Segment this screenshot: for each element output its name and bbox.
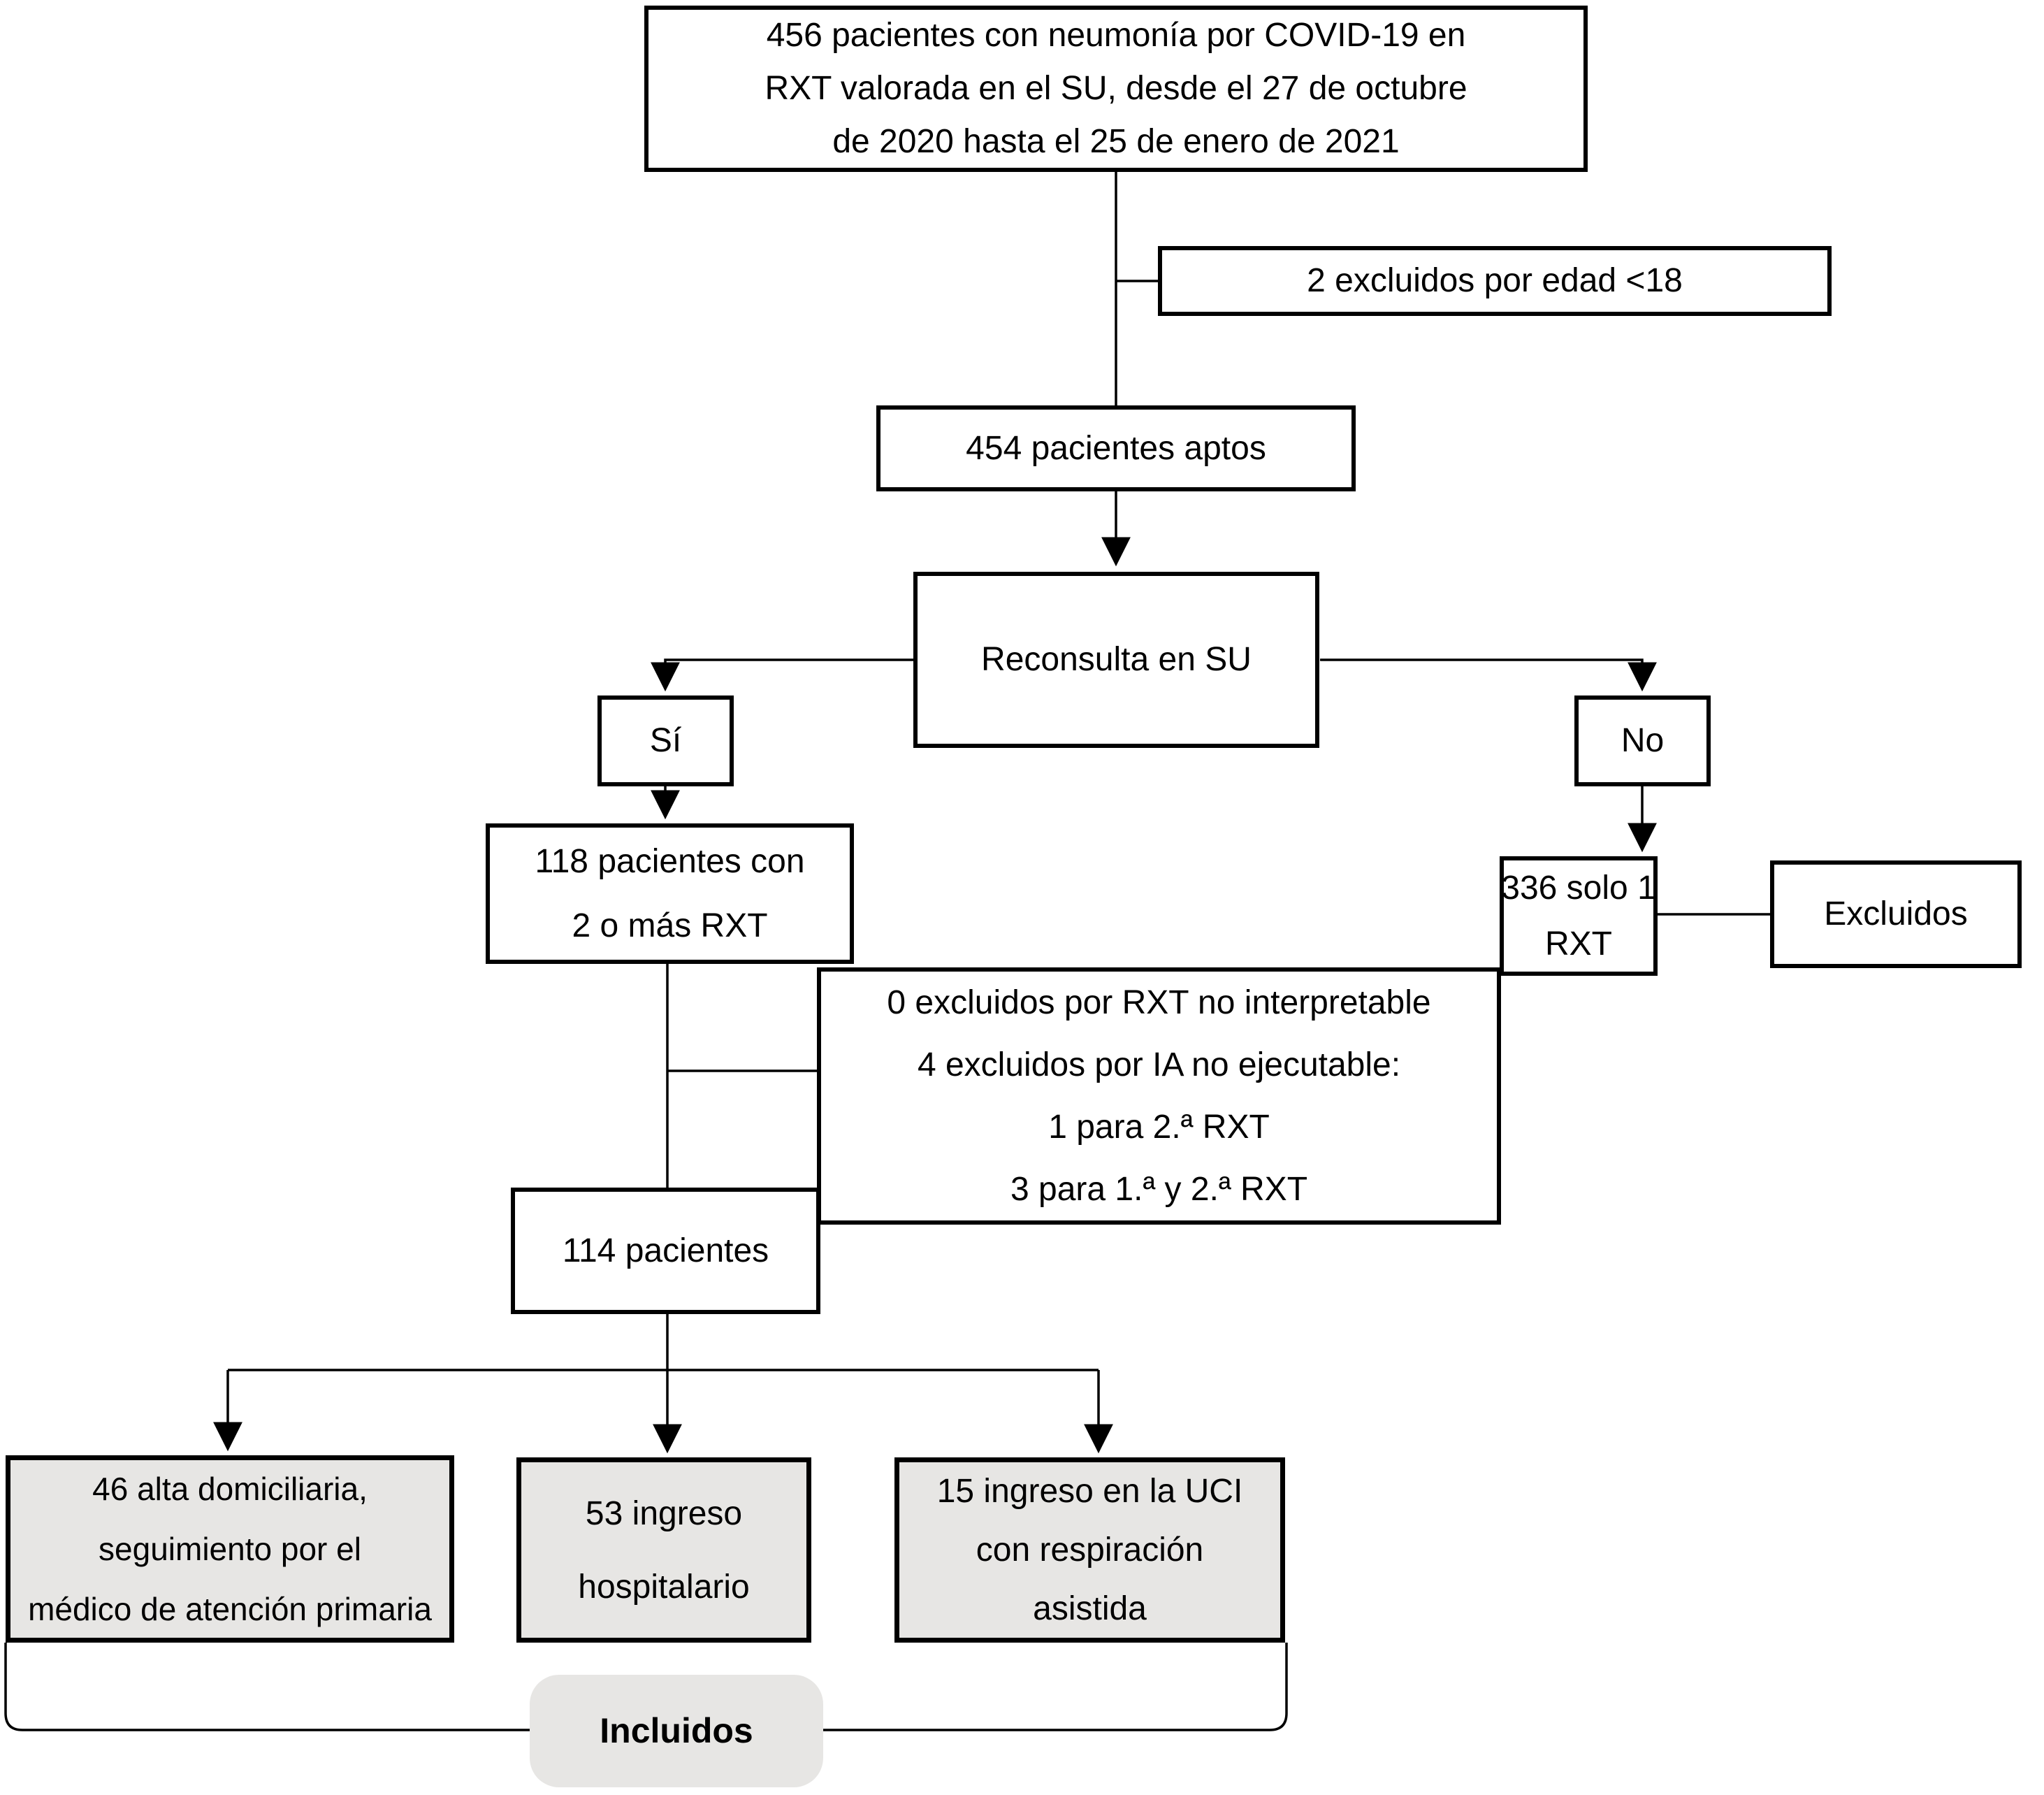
home-discharge-line-3: médico de atención primaria bbox=[28, 1591, 432, 1627]
connector-reconsult-no bbox=[1320, 658, 1657, 692]
box-single-rxt: 336 solo 1 RXT bbox=[1500, 856, 1658, 976]
icu-admission-line-1: 15 ingreso en la UCI bbox=[936, 1472, 1243, 1510]
hospital-admission-line-2: hospitalario bbox=[578, 1568, 750, 1606]
box-excluded: Excluidos bbox=[1770, 860, 2022, 968]
no-label: No bbox=[1621, 722, 1665, 759]
box-icu-admission: 15 ingreso en la UCI con respiración asi… bbox=[894, 1457, 1285, 1643]
box-excluded-ai: 0 excluidos por RXT no interpretable 4 e… bbox=[817, 967, 1501, 1225]
excluded-ai-line-2: 4 excluidos por IA no ejecutable: bbox=[917, 1046, 1401, 1083]
excluded-ai-line-3: 1 para 2.ª RXT bbox=[1048, 1109, 1270, 1146]
home-discharge-line-2: seguimiento por el bbox=[99, 1531, 361, 1567]
box-home-discharge: 46 alta domiciliaria, seguimiento por el… bbox=[6, 1455, 454, 1643]
patients-114-label: 114 pacientes bbox=[562, 1232, 769, 1269]
home-discharge-line-1: 46 alta domiciliaria, bbox=[92, 1471, 368, 1507]
box-two-or-more-rxt: 118 pacientes con 2 o más RXT bbox=[486, 823, 854, 964]
enrollment-line-1: 456 pacientes con neumonía por COVID-19 … bbox=[766, 17, 1466, 54]
included-label: Incluidos bbox=[600, 1711, 753, 1750]
single-rxt-line-1: 336 solo 1 bbox=[1501, 869, 1656, 907]
single-rxt-line-2: RXT bbox=[1545, 925, 1612, 963]
icu-admission-line-2: con respiración bbox=[976, 1531, 1204, 1569]
box-hospital-admission: 53 ingreso hospitalario bbox=[516, 1457, 811, 1643]
box-excluded-age: 2 excluidos por edad <18 bbox=[1158, 246, 1832, 316]
excluded-ai-line-4: 3 para 1.ª y 2.ª RXT bbox=[1010, 1171, 1308, 1208]
reconsult-label: Reconsulta en SU bbox=[981, 641, 1252, 678]
connector-reconsult-yes bbox=[651, 658, 913, 692]
box-yes: Sí bbox=[597, 695, 734, 786]
box-reconsult-su: Reconsulta en SU bbox=[913, 572, 1319, 748]
enrollment-line-3: de 2020 hasta el 25 de enero de 2021 bbox=[832, 123, 1400, 160]
eligible-label: 454 pacientes aptos bbox=[966, 429, 1266, 467]
excluded-label: Excluidos bbox=[1824, 895, 1968, 932]
two-or-more-line-1: 118 pacientes con bbox=[535, 842, 805, 880]
box-114-patients: 114 pacientes bbox=[511, 1188, 820, 1314]
hospital-admission-line-1: 53 ingreso bbox=[585, 1494, 743, 1532]
box-enrollment: 456 pacientes con neumonía por COVID-19 … bbox=[644, 6, 1588, 172]
excluded-ai-line-1: 0 excluidos por RXT no interpretable bbox=[887, 984, 1431, 1021]
enrollment-line-2: RXT valorada en el SU, desde el 27 de oc… bbox=[764, 70, 1467, 107]
excluded-age-label: 2 excluidos por edad <18 bbox=[1307, 262, 1683, 299]
box-eligible-patients: 454 pacientes aptos bbox=[876, 405, 1356, 491]
box-no: No bbox=[1574, 695, 1711, 786]
box-included: Incluidos bbox=[530, 1675, 823, 1787]
yes-label: Sí bbox=[649, 722, 682, 759]
icu-admission-line-3: asistida bbox=[1033, 1589, 1147, 1627]
two-or-more-line-2: 2 o más RXT bbox=[572, 907, 768, 944]
